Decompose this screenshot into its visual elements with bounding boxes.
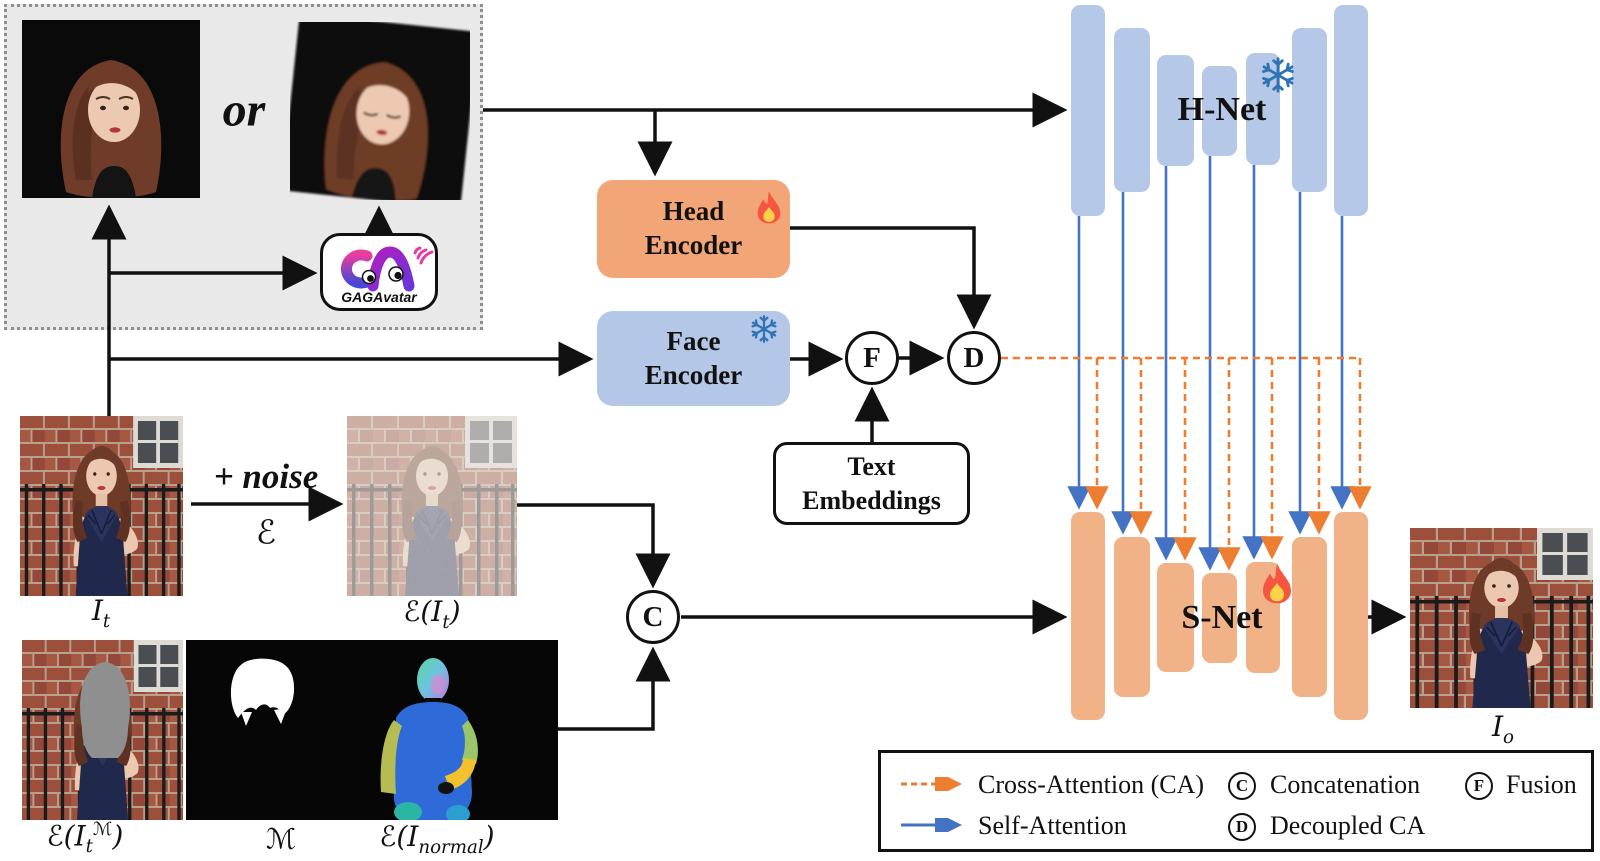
fire-icon [754,190,784,224]
legend-decoupled-ca: Decoupled CA [1270,811,1426,840]
snet-block-1 [1071,512,1105,720]
enormal-pre: ℰ(I [379,820,419,854]
hair-mask-shape [230,658,295,726]
it-sub: t [102,610,111,632]
hnet-block-4 [1202,66,1237,156]
snet-block-7 [1334,512,1368,720]
snet-block-4 [1202,573,1237,663]
hnet-label: H-Net [1177,91,1267,128]
legend-fusion-symbol: F [1473,776,1485,795]
snowflake-icon [1259,56,1297,94]
gagavatar-label: GAGAvatar [341,289,417,305]
text-embeddings-label: Text Embeddings [802,451,941,515]
mask-and-normal-panel [186,640,558,820]
eitm-pre: ℰ(I [46,819,86,853]
io-label: Io [1492,710,1514,748]
snet-block-2 [1114,537,1150,697]
plus-noise-label: + noise [213,457,319,496]
io-sub: o [1503,726,1515,748]
legend-self-attention: Self-Attention [978,811,1127,840]
head-encoder-box: Head Encoder [597,180,790,278]
head-encoder-label: Head Encoder [644,196,743,260]
hnet-block-6 [1292,28,1327,192]
text-embeddings-box: Text Embeddings [773,442,970,525]
mask-label: ℳ [266,822,296,856]
enormal-post: ) [483,820,495,854]
snet-label: S-Net [1181,599,1263,636]
legend-decoupled-icon: D [1228,813,1256,841]
hnet-block-7 [1334,5,1368,216]
cross-attention-arrow-icon [901,777,962,791]
reference-head-image [22,20,200,198]
legend: Cross-Attention (CA) C Concatenation F F… [878,750,1594,852]
masked-image-eitm [22,640,183,820]
it-base: I [91,594,103,628]
face-encoder-box: Face Encoder [597,311,790,406]
io-base: I [1491,710,1504,744]
eitm-label: ℰ(Itℳ) [47,819,124,857]
snet-block-3 [1157,563,1194,672]
fusion-node-label: F [863,341,881,374]
it-label: It [92,594,110,632]
snet-block-6 [1292,537,1327,697]
concat-node-label: C [642,600,664,633]
hnet-block-3 [1157,55,1194,166]
gagavatar-head-image [290,22,470,200]
eit-post: ) [449,595,461,629]
legend-cross-attention: Cross-Attention (CA) [978,770,1205,799]
gagavatar-logo-icon [341,246,434,292]
or-label: or [222,83,266,137]
face-encoder-label: Face Encoder [644,325,743,390]
legend-fusion-icon: F [1465,772,1493,800]
legend-concat-icon: C [1228,772,1256,800]
decoupled-ca-node-label: D [963,341,985,374]
eit-pre: ℰ(I [403,595,443,629]
eitm-post: ) [112,819,124,853]
legend-concatenation: Concatenation [1270,770,1421,799]
concat-node: C [626,590,680,644]
eit-label: ℰ(It) [403,595,460,633]
eitm-sup: ℳ [92,819,113,841]
enormal-sub: normal [418,836,484,858]
hnet-block-2 [1114,28,1150,192]
vae-encoder-symbol: ℰ [256,512,276,552]
legend-concat-symbol: C [1235,776,1249,795]
fire-icon [1260,562,1294,604]
normal-map-figure [380,658,478,820]
legend-fusion: Fusion [1506,770,1577,799]
hnet-block-1 [1071,5,1105,216]
legend-decoupled-symbol: D [1235,817,1249,836]
eitm-sub: t [85,835,93,857]
eit-sub: t [442,611,450,633]
self-attention-arrow-icon [901,818,962,832]
decoupled-ca-node: D [947,331,1001,385]
noised-image-eit [347,416,517,596]
gagavatar-logo: GAGAvatar [320,233,438,311]
snowflake-icon [749,314,779,344]
enormal-label: ℰ(Inormal) [379,820,494,858]
target-image-it [20,416,183,596]
output-image-io [1410,528,1593,708]
fusion-node: F [845,331,899,385]
